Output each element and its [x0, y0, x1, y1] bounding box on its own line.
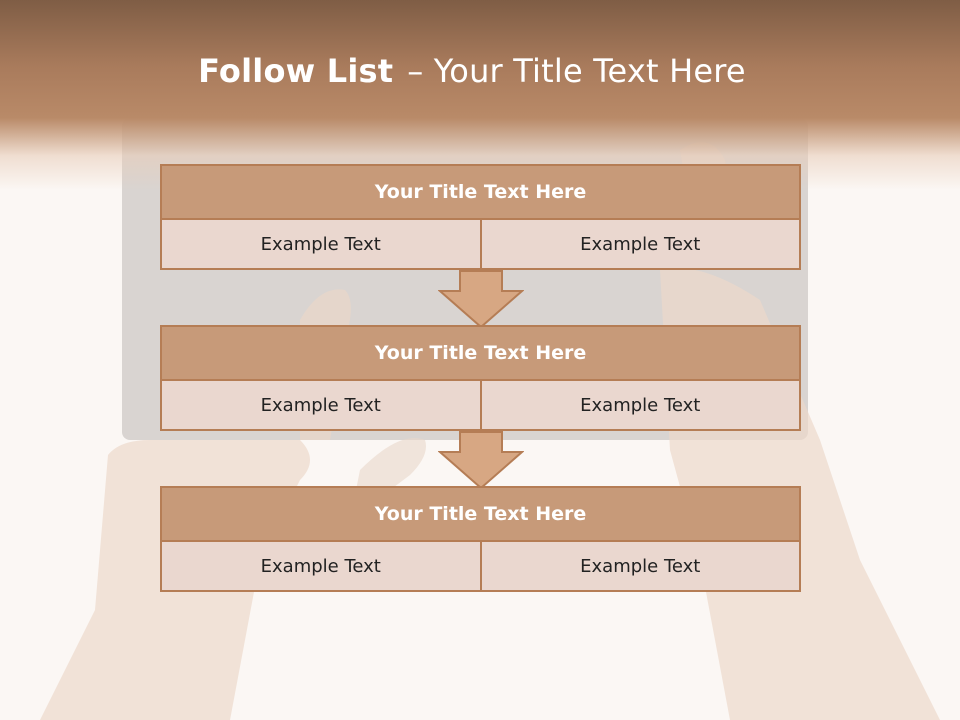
header-band [0, 0, 960, 190]
list-block-1: Your Title Text Here Example Text Exampl… [160, 164, 801, 270]
block-cell: Example Text [481, 381, 801, 431]
block-row: Example Text Example Text [160, 542, 801, 592]
down-arrow-icon [438, 270, 524, 328]
block-title: Your Title Text Here [160, 325, 801, 381]
block-cell: Example Text [481, 220, 801, 270]
block-title: Your Title Text Here [160, 486, 801, 542]
block-row: Example Text Example Text [160, 381, 801, 431]
title-rest: – Your Title Text Here [407, 52, 746, 90]
block-cell: Example Text [160, 542, 482, 592]
list-block-2: Your Title Text Here Example Text Exampl… [160, 325, 801, 431]
down-arrow-icon [438, 431, 524, 489]
title-bold: Follow List [198, 52, 394, 90]
block-cell: Example Text [481, 542, 801, 592]
block-row: Example Text Example Text [160, 220, 801, 270]
list-block-3: Your Title Text Here Example Text Exampl… [160, 486, 801, 592]
block-cell: Example Text [160, 220, 482, 270]
block-cell: Example Text [160, 381, 482, 431]
block-title: Your Title Text Here [160, 164, 801, 220]
slide-title: Follow List – Your Title Text Here [0, 52, 944, 90]
